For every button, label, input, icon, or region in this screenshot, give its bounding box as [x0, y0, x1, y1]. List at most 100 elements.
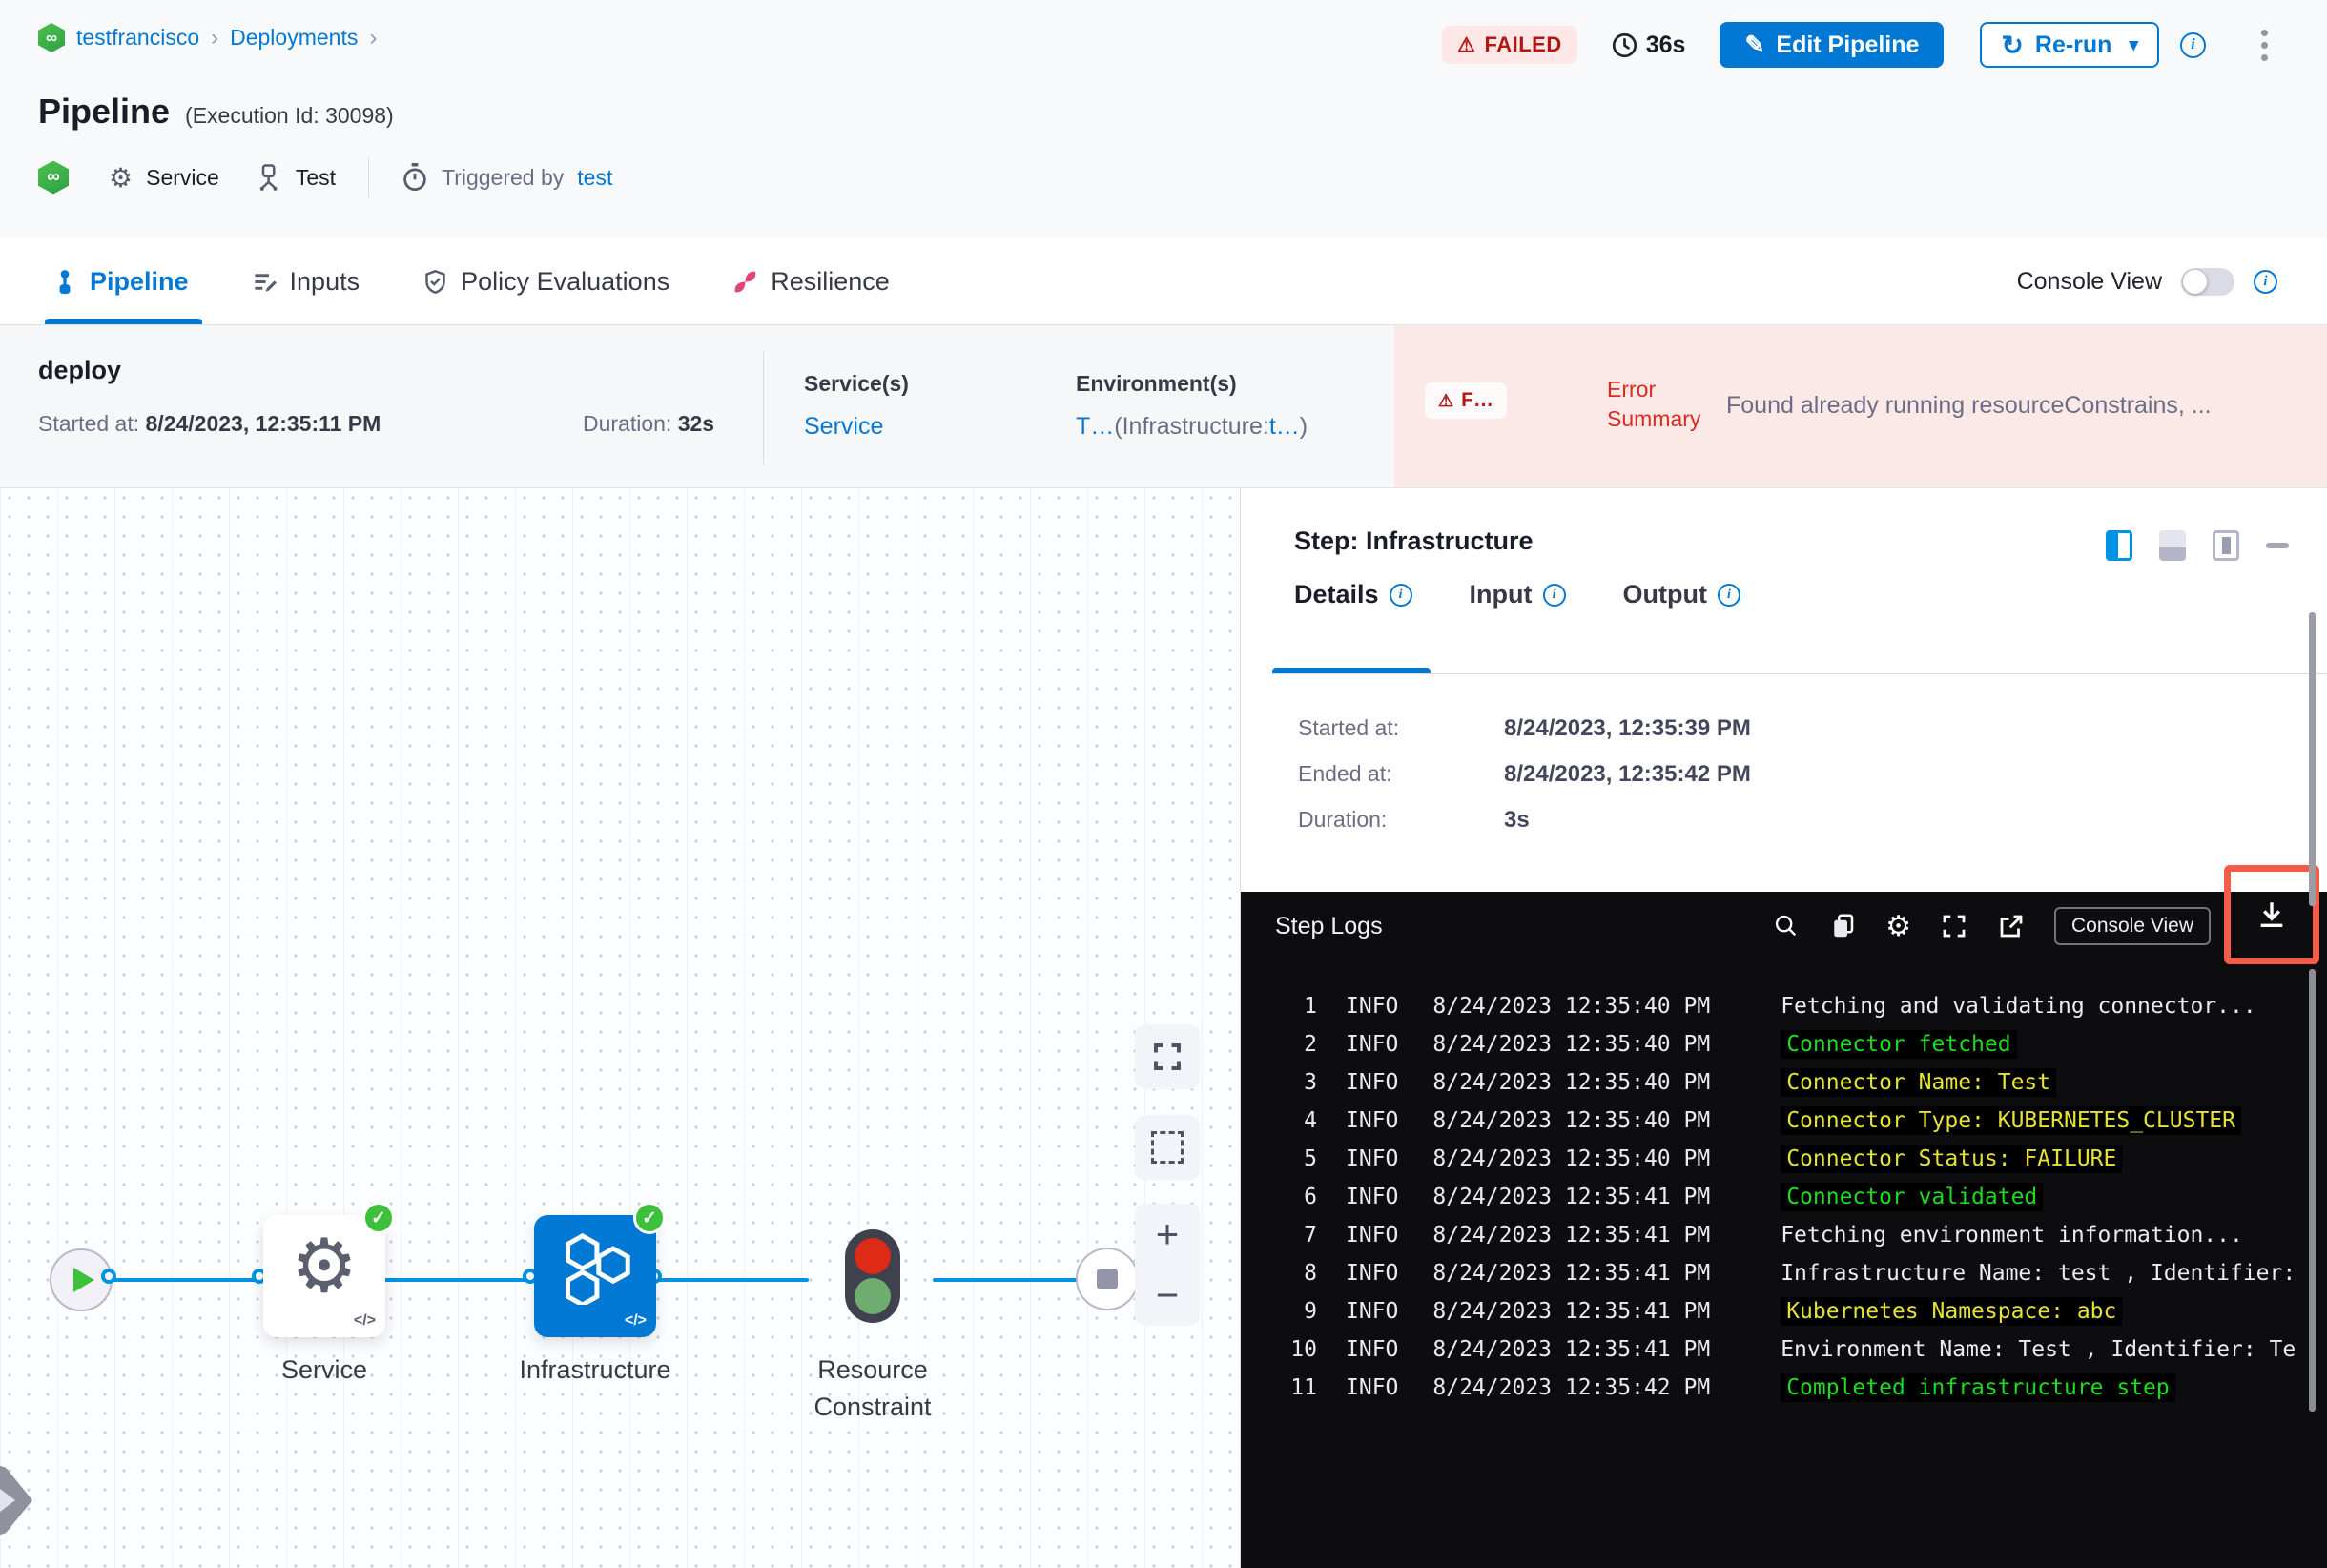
tab-resilience-label: Resilience: [771, 266, 890, 296]
log-open-new-tab-button[interactable]: [1997, 912, 2026, 940]
log-line-number: 11: [1290, 1375, 1317, 1400]
log-level: INFO: [1346, 1108, 1399, 1133]
detail-value: 8/24/2023, 12:35:39 PM: [1504, 715, 1751, 741]
log-console-view-button[interactable]: Console View: [2053, 907, 2211, 945]
step-logs-header: Step Logs ⚙: [1241, 865, 2327, 964]
edit-pipeline-button[interactable]: ✎ Edit Pipeline: [1720, 22, 1945, 68]
graph-node-infrastructure[interactable]: </> ✓: [534, 1202, 666, 1337]
details-info-icon[interactable]: i: [1389, 583, 1412, 607]
service-gear-icon: ⚙: [109, 162, 134, 193]
fullscreen-icon: [1154, 1043, 1181, 1070]
log-level: INFO: [1346, 1223, 1399, 1248]
rerun-button[interactable]: ↻ Re-run ▾: [1980, 22, 2159, 68]
log-message: Connector Name: Test: [1781, 1068, 2057, 1097]
zoom-in-button[interactable]: +: [1155, 1211, 1180, 1256]
stage-summary-bar: deploy Started at: 8/24/2023, 12:35:11 P…: [0, 325, 2327, 488]
log-message: Kubernetes Namespace: abc: [1781, 1297, 2123, 1326]
fullscreen-icon: [1943, 915, 1966, 938]
tab-pipeline[interactable]: Pipeline: [45, 238, 202, 324]
step-details-panel: Step: Infrastructure Details i Input i O…: [1240, 488, 2327, 1568]
expand-panel-chevron[interactable]: [0, 1457, 32, 1543]
log-fullscreen-button[interactable]: [1940, 912, 1968, 940]
error-summary-message: Found already running resourceConstrains…: [1726, 392, 2212, 419]
log-timestamp: 8/24/2023 12:35:40 PM: [1432, 1032, 1711, 1057]
chevron-right-icon: [0, 1489, 15, 1512]
step-logs-title: Step Logs: [1275, 913, 1383, 939]
infrastructure-link[interactable]: t…: [1268, 413, 1300, 440]
node-label-infrastructure: Infrastructure: [519, 1355, 671, 1384]
duration-value: 32s: [677, 411, 715, 436]
step-detail-rows: Started at: 8/24/2023, 12:35:39 PM Ended…: [1298, 715, 1751, 853]
clock-icon: [1612, 32, 1637, 57]
log-level: INFO: [1346, 1146, 1399, 1171]
graph-edge: [113, 1278, 263, 1282]
traffic-light-green: [855, 1278, 891, 1314]
console-view-toggle[interactable]: [2181, 267, 2234, 296]
console-view-info-icon[interactable]: i: [2254, 269, 2277, 294]
log-line-number: 8: [1304, 1261, 1317, 1286]
layout-horizontal-split-icon[interactable]: [2159, 530, 2186, 561]
steptab-input[interactable]: Input i: [1470, 580, 1566, 609]
log-line-number: 6: [1304, 1185, 1317, 1209]
trigger-user-link[interactable]: test: [577, 164, 613, 190]
pipeline-graph-canvas[interactable]: ⚙ </> ✓ Service </> ✓ Infrastructure Res…: [0, 488, 1240, 1568]
warning-icon: ⚠: [1438, 390, 1454, 410]
layout-vertical-split-icon[interactable]: [2106, 530, 2132, 561]
tab-policy-evaluations[interactable]: Policy Evaluations: [422, 238, 669, 324]
environment-close-paren: ): [1299, 413, 1308, 440]
layout-right-panel-icon[interactable]: [2213, 530, 2239, 561]
log-settings-button[interactable]: ⚙: [1885, 910, 1911, 942]
output-info-icon[interactable]: i: [1718, 583, 1740, 607]
log-message: Completed infrastructure step: [1781, 1373, 2175, 1402]
graph-node-resource-constraint[interactable]: [845, 1229, 900, 1323]
execution-id: (Execution Id: 30098): [185, 103, 394, 128]
cd-module-icon: ∞: [38, 23, 65, 52]
resilience-icon: [734, 271, 756, 292]
error-summary-label: Error Summary: [1607, 377, 1701, 432]
success-check-badge: ✓: [362, 1202, 395, 1234]
log-line-number: 4: [1304, 1108, 1317, 1133]
log-toolbar: ⚙ Console View: [1773, 892, 2211, 960]
inputs-icon: [254, 273, 277, 292]
log-search-button[interactable]: [1773, 913, 1800, 939]
graph-edge: [933, 1278, 1088, 1282]
zoom-out-button[interactable]: −: [1155, 1272, 1180, 1317]
log-lines: 1 INFO 8/24/2023 12:35:40 PM Fetching an…: [1241, 987, 2327, 1407]
rerun-info-icon[interactable]: i: [2180, 31, 2206, 58]
page-header: ∞ testfrancisco › Deployments › Pipeline…: [0, 0, 2327, 238]
graph-end-node[interactable]: [1076, 1248, 1139, 1310]
started-at-label: Started at:: [38, 411, 140, 436]
pencil-icon: ✎: [1744, 31, 1765, 58]
tab-resilience[interactable]: Resilience: [732, 238, 890, 324]
environment-link[interactable]: T…: [1076, 413, 1115, 440]
graph-select-region-button[interactable]: [1135, 1115, 1200, 1180]
log-timestamp: 8/24/2023 12:35:41 PM: [1432, 1223, 1711, 1248]
more-options-menu[interactable]: [2261, 29, 2268, 61]
graph-zoom-controls: + −: [1135, 1204, 1200, 1326]
graph-edge: [381, 1278, 534, 1282]
tab-inputs[interactable]: Inputs: [252, 238, 360, 324]
log-line-number: 1: [1304, 994, 1317, 1019]
steptab-output[interactable]: Output i: [1623, 580, 1740, 609]
breadcrumb: ∞ testfrancisco › Deployments ›: [38, 23, 377, 52]
cd-module-icon: ∞: [38, 160, 69, 195]
download-logs-highlight[interactable]: [2224, 865, 2319, 964]
log-copy-button[interactable]: [1828, 912, 1857, 940]
panel-scrollbar[interactable]: [2309, 612, 2316, 906]
graph-fullscreen-button[interactable]: [1135, 1024, 1200, 1089]
breadcrumb-org-link[interactable]: testfrancisco: [76, 25, 200, 50]
input-info-icon[interactable]: i: [1542, 583, 1566, 607]
graph-node-service[interactable]: ⚙ </> ✓: [263, 1202, 395, 1337]
log-line-number: 5: [1304, 1146, 1317, 1171]
log-level: INFO: [1346, 1070, 1399, 1095]
breadcrumb-deployments-link[interactable]: Deployments: [230, 25, 359, 50]
steptab-details[interactable]: Details i: [1294, 580, 1412, 609]
warning-icon: ⚠: [1457, 33, 1476, 56]
detail-value: 3s: [1504, 807, 1530, 833]
log-scrollbar[interactable]: [2309, 969, 2316, 1412]
log-line: 6 INFO 8/24/2023 12:35:41 PM Connector v…: [1241, 1178, 2327, 1216]
minimize-panel-icon[interactable]: [2266, 543, 2289, 548]
log-message: Connector Type: KUBERNETES_CLUSTER: [1781, 1106, 2241, 1135]
steptab-output-label: Output: [1622, 580, 1707, 609]
service-link[interactable]: Service: [804, 413, 884, 440]
